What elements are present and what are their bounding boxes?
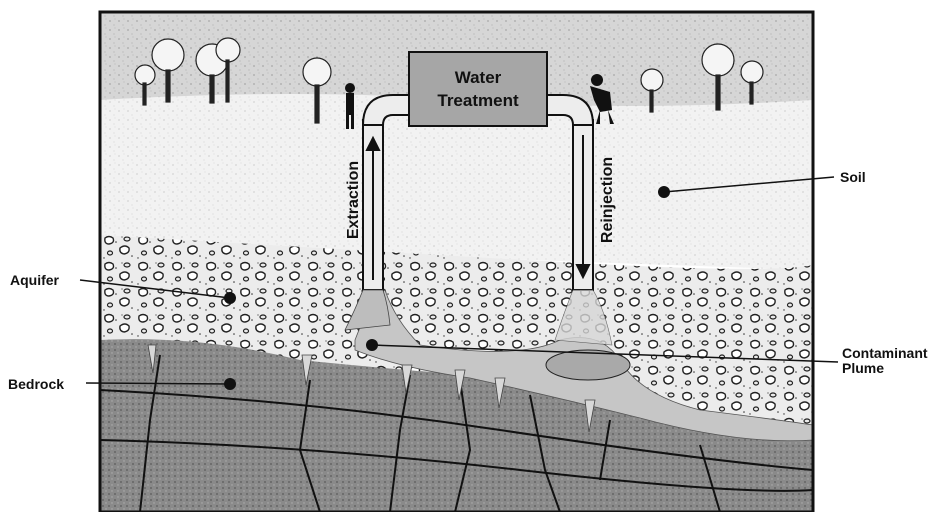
water-treatment-label-line2: Treatment [437, 91, 519, 110]
aquifer-marker-dot [224, 292, 236, 304]
soil-marker-dot [658, 186, 670, 198]
water-treatment-label-line1: Water [455, 68, 502, 87]
soil-label: Soil [840, 169, 866, 185]
extraction-label: Extraction [345, 161, 362, 239]
plume-marker-dot [366, 339, 378, 351]
contaminant-plume-label-line1: Contaminant [842, 345, 928, 361]
water-treatment-box [409, 52, 547, 126]
contaminant-plume-label-line2: Plume [842, 360, 884, 376]
aquifer-label: Aquifer [10, 272, 60, 288]
bedrock-marker-dot [224, 378, 236, 390]
bedrock-label: Bedrock [8, 376, 64, 392]
reinjection-label: Reinjection [599, 157, 616, 243]
